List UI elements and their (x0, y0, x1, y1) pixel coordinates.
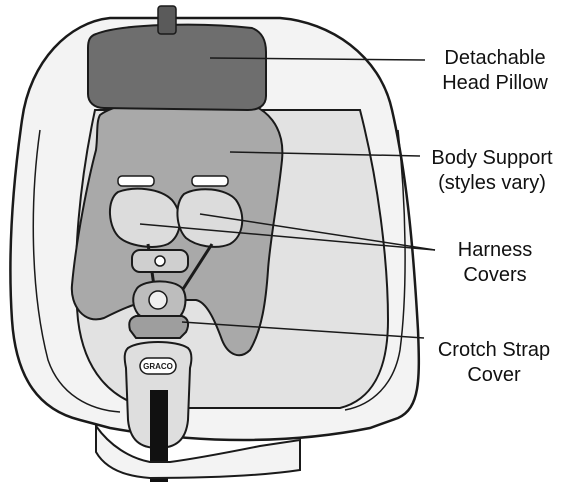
chest-clip-button (155, 256, 165, 266)
callout-harness-covers-line1: Harness (440, 238, 550, 263)
pillow-strap-tab (158, 6, 176, 34)
harness-slot-left (118, 176, 154, 186)
harness-cover-left (110, 189, 180, 247)
harness-slot-right (192, 176, 228, 186)
callout-crotch-strap-cover-line1: Crotch Strap (428, 338, 560, 363)
callout-body-support: Body Support (styles vary) (424, 146, 560, 196)
callout-head-pillow-line1: Detachable (430, 46, 560, 71)
head-pillow (88, 25, 266, 110)
graco-badge-text: GRACO (143, 362, 173, 371)
callout-crotch-strap-cover-line2: Cover (428, 363, 560, 388)
buckle-button (149, 291, 167, 309)
callout-harness-covers-line2: Covers (440, 263, 550, 288)
harness-cover-right (177, 189, 242, 247)
crotch-strap-cover (129, 316, 188, 338)
callout-harness-covers: Harness Covers (440, 238, 550, 288)
callout-crotch-strap-cover: Crotch Strap Cover (428, 338, 560, 388)
callout-head-pillow-line2: Head Pillow (430, 71, 560, 96)
callout-head-pillow: Detachable Head Pillow (430, 46, 560, 96)
callout-body-support-line2: (styles vary) (424, 171, 560, 196)
callout-body-support-line1: Body Support (424, 146, 560, 171)
